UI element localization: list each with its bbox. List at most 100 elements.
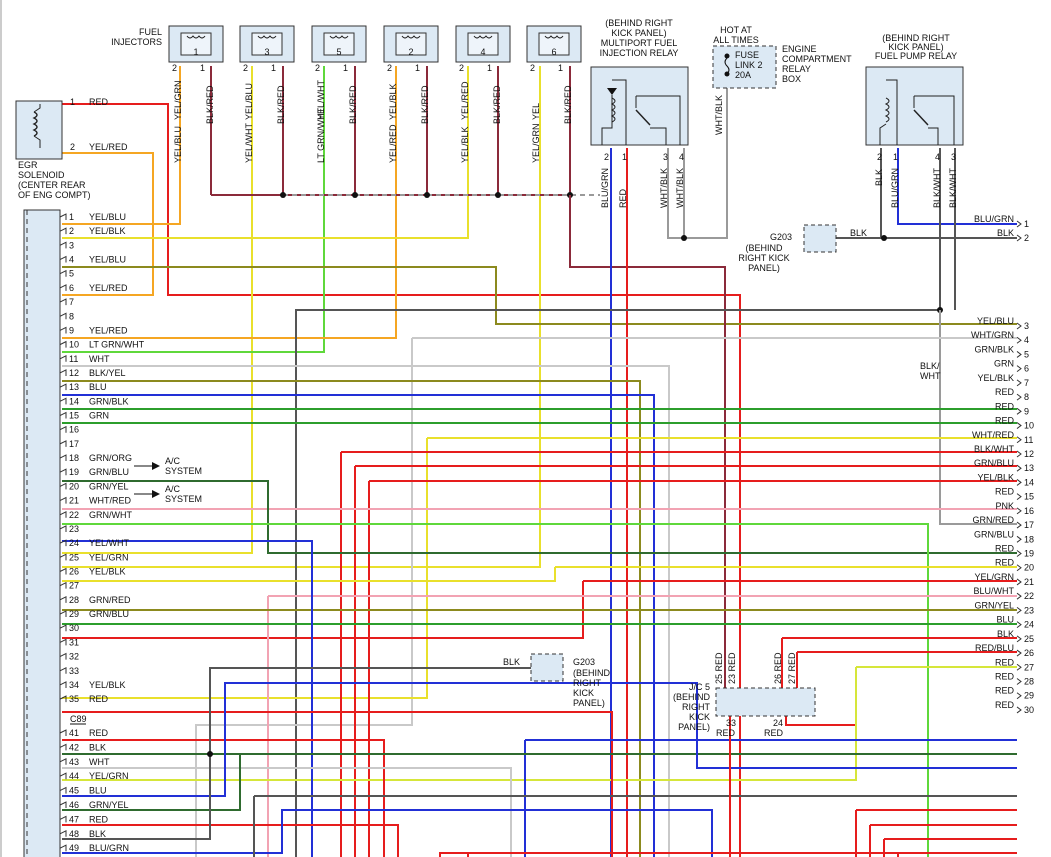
pin-bracket xyxy=(59,743,67,751)
injector-pin: 1 xyxy=(200,63,205,73)
coil-icon xyxy=(544,35,564,39)
wire-inj3 xyxy=(62,66,253,554)
right-pin-number-8: 8 xyxy=(1024,392,1029,402)
injector-wire-right: BLK/RED xyxy=(205,85,215,124)
left-pin-number-25: 25 xyxy=(69,552,79,562)
right-pin-number-24: 24 xyxy=(1024,620,1034,630)
coil-icon xyxy=(257,35,277,39)
right-pin-bracket xyxy=(1016,578,1022,586)
wire-blu-24 xyxy=(62,682,1017,797)
mpfi-pin-4: 4 xyxy=(679,152,684,162)
injector-number-2: 2 xyxy=(408,47,413,57)
right-pin-wire-14: YEL/BLK xyxy=(977,472,1014,482)
injector-wire-top: YEL/BLK xyxy=(388,83,398,120)
right-pin-number-21: 21 xyxy=(1024,577,1034,587)
right-pin-number-19: 19 xyxy=(1024,549,1034,559)
pin-bracket xyxy=(59,729,67,736)
left-pin-wire-9: YEL/RED xyxy=(89,325,128,335)
left-pin-wire-14: GRN/BLK xyxy=(89,396,129,406)
pin-bracket xyxy=(59,681,67,688)
right-pin-number-3: 3 xyxy=(1024,321,1029,331)
wire-blkyel-12 xyxy=(62,380,641,857)
pin-bracket xyxy=(59,652,67,660)
fuse-icon xyxy=(724,57,730,75)
pin-bracket xyxy=(59,815,67,823)
left-pin-wire-21: WHT/RED xyxy=(89,496,131,506)
pin-bracket xyxy=(59,772,67,780)
wire-jc5-24 xyxy=(785,716,855,726)
right-pin-wire-10: RED xyxy=(995,416,1015,426)
right-pin-bracket xyxy=(1016,649,1022,657)
pin-bracket xyxy=(59,539,67,547)
left-pin-number-30: 30 xyxy=(69,623,79,633)
fpr-wire-1: BLU/GRN xyxy=(890,168,900,208)
jc5-bottom-pin-33: 33 xyxy=(726,718,736,728)
pin-bracket xyxy=(59,525,67,532)
injector-wire-right: BLK/RED xyxy=(492,85,502,124)
wire-red-b xyxy=(62,581,584,639)
right-pin-wire-6: GRN xyxy=(994,359,1014,369)
injector-wire-right: BLK/RED xyxy=(563,85,573,124)
left-pin-wire-2: YEL/BLK xyxy=(89,226,126,236)
pin-bracket xyxy=(59,596,67,603)
fuse-terminal xyxy=(724,53,730,59)
right-pin-bracket xyxy=(1016,564,1022,572)
right-pin-bracket xyxy=(1016,535,1022,543)
jc5-bottom-wire-33: RED xyxy=(716,728,736,738)
mpfi-wire-3: WHT/BLK xyxy=(675,168,685,208)
right-pin-number-22: 22 xyxy=(1024,591,1034,601)
left-pin-wire-25: YEL/GRN xyxy=(89,552,129,562)
right-pin-number-9: 9 xyxy=(1024,406,1029,416)
injector-wire-top: YEL xyxy=(531,103,541,120)
right-pin-number-7: 7 xyxy=(1024,378,1029,388)
injector-pin: 1 xyxy=(415,63,420,73)
right-pin-wire-26: RED/BLU xyxy=(975,643,1014,653)
fpr-pin-1: 1 xyxy=(893,152,898,162)
right-pin-number-2: 2 xyxy=(1024,233,1029,243)
right-pin-bracket xyxy=(1016,393,1022,401)
blk-wht-vertical-label: BLK/WHT xyxy=(920,361,941,381)
left-pin-wire-35: RED xyxy=(89,694,109,704)
injector-pin: 2 xyxy=(315,63,320,73)
left-pin-number-3: 3 xyxy=(69,240,74,250)
injector-number-5: 5 xyxy=(336,47,341,57)
g203-top-box xyxy=(803,224,837,253)
left-pin-wire-11: WHT xyxy=(89,354,110,364)
relay-lead xyxy=(612,79,627,145)
left-connector-block xyxy=(23,209,61,857)
right-pin-wire-5: GRN/BLK xyxy=(974,344,1014,354)
pin-bracket xyxy=(59,454,67,462)
left-pin-wire-47: RED xyxy=(89,814,109,824)
pin-bracket xyxy=(59,312,67,320)
relay-lead xyxy=(601,95,613,145)
left-pin-wire-43: WHT xyxy=(89,757,110,767)
fpr-wire-2: BLK/WHT xyxy=(932,167,942,208)
relay-lead xyxy=(886,79,898,145)
pin-bracket xyxy=(59,510,67,518)
relay-switch xyxy=(913,109,929,126)
mpfi-pin-2: 2 xyxy=(604,152,609,162)
left-pin-number-34: 34 xyxy=(69,680,79,690)
injector-pin: 2 xyxy=(243,63,248,73)
pin-bracket xyxy=(59,440,67,447)
wire-egr-red xyxy=(62,103,741,857)
coil-icon xyxy=(32,111,38,137)
left-pin-number-24: 24 xyxy=(69,538,79,548)
left-pin-wire-4: YEL/BLU xyxy=(89,255,126,265)
g203-bottom-wire: BLK xyxy=(503,657,520,667)
g203-bottom-label: G203 xyxy=(573,657,595,667)
right-pin-wire-19: RED xyxy=(995,544,1015,554)
mpfi-pin-1: 1 xyxy=(622,152,627,162)
jc5-top-pin-26: 26 RED xyxy=(773,652,783,684)
right-pin-number-13: 13 xyxy=(1024,463,1034,473)
pin-bracket xyxy=(59,482,67,490)
injector-wire-right: BLK/RED xyxy=(348,85,358,124)
right-pin-wire-11: WHT/RED xyxy=(972,430,1014,440)
pin-bracket xyxy=(59,298,67,306)
pin-bracket xyxy=(59,638,67,646)
jc5-top-pin-23: 23 RED xyxy=(727,652,737,684)
pin-bracket xyxy=(59,241,67,249)
wire-inj2 xyxy=(62,66,397,339)
